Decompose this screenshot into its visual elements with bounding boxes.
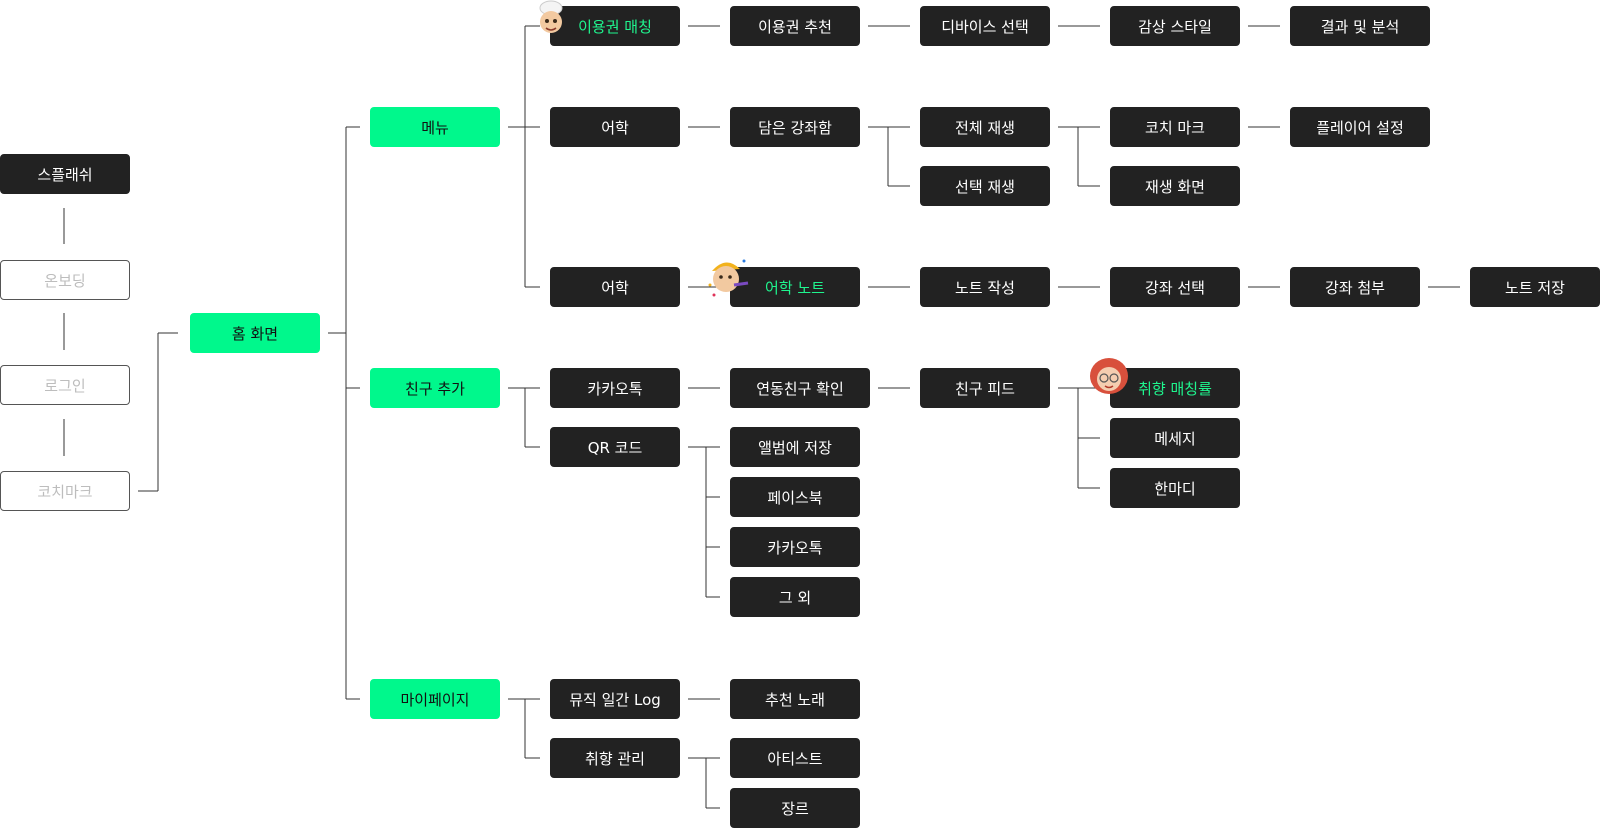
node-recommended-songs: 추천 노래: [730, 679, 860, 719]
node-saved-courses: 담은 강좌함: [730, 107, 860, 147]
node-friend-feed: 친구 피드: [920, 368, 1050, 408]
node-coach-mark: 코치 마크: [1110, 107, 1240, 147]
node-linked-friends: 연동친구 확인: [730, 368, 870, 408]
node-music-log: 뮤직 일간 Log: [550, 679, 680, 719]
node-one-liner: 한마디: [1110, 468, 1240, 508]
node-qr-code: QR 코드: [550, 427, 680, 467]
node-save-note: 노트 저장: [1470, 267, 1600, 307]
node-language-2: 어학: [550, 267, 680, 307]
node-add-friend: 친구 추가: [370, 368, 500, 408]
node-play-all: 전체 재생: [920, 107, 1050, 147]
node-play-selected: 선택 재생: [920, 166, 1050, 206]
node-taste-match: 취향 매칭률: [1110, 368, 1240, 408]
node-play-screen: 재생 화면: [1110, 166, 1240, 206]
node-listen-style: 감상 스타일: [1110, 6, 1240, 46]
node-genre: 장르: [730, 788, 860, 828]
node-menu: 메뉴: [370, 107, 500, 147]
node-player-settings: 플레이어 설정: [1290, 107, 1430, 147]
node-facebook: 페이스북: [730, 477, 860, 517]
node-kakaotalk: 카카오톡: [550, 368, 680, 408]
node-splash: 스플래쉬: [0, 154, 130, 194]
node-taste-manage: 취향 관리: [550, 738, 680, 778]
red-hair-avatar-icon: [1090, 358, 1128, 394]
node-ticket-recommend: 이용권 추천: [730, 6, 860, 46]
node-coachmark: 코치마크: [0, 471, 130, 511]
node-device-select: 디바이스 선택: [920, 6, 1050, 46]
node-write-note: 노트 작성: [920, 267, 1050, 307]
node-onboarding: 온보딩: [0, 260, 130, 300]
node-select-course: 강좌 선택: [1110, 267, 1240, 307]
node-result-analysis: 결과 및 분석: [1290, 6, 1430, 46]
node-mypage: 마이페이지: [370, 679, 500, 719]
node-login: 로그인: [0, 365, 130, 405]
node-ticket-matching: 이용권 매칭: [550, 6, 680, 46]
node-language-1: 어학: [550, 107, 680, 147]
party-avatar-icon: [708, 259, 749, 297]
node-artist: 아티스트: [730, 738, 860, 778]
node-message: 메세지: [1110, 418, 1240, 458]
node-language-note: 어학 노트: [730, 267, 860, 307]
node-save-album: 앨범에 저장: [730, 427, 860, 467]
chef-avatar-icon: [539, 0, 563, 33]
node-attach-course: 강좌 첨부: [1290, 267, 1420, 307]
node-kakaotalk-share: 카카오톡: [730, 527, 860, 567]
node-others: 그 외: [730, 577, 860, 617]
node-home: 홈 화면: [190, 313, 320, 353]
